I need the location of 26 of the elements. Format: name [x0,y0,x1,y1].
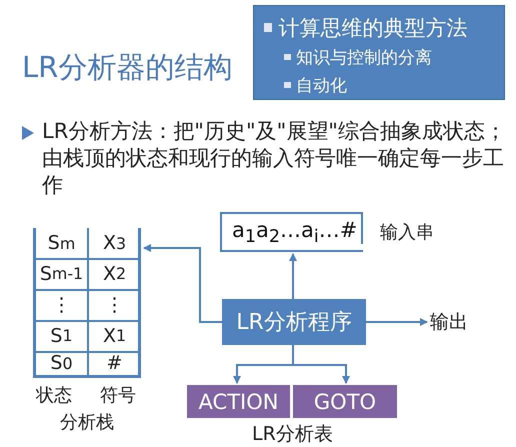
arrow [292,345,350,384]
info-panel [253,5,505,100]
caption-text: 输入串 [380,221,434,244]
slide-title: LR分析器的结构 [22,49,232,86]
arrow [366,318,428,326]
box-label: ACTION [198,390,278,414]
arrow [143,244,222,323]
stack-symbol: # [106,351,124,375]
stack-state: ⋮ [51,292,72,318]
caption-text: LR分析表 [252,422,333,447]
bullet-text: 自动化 [296,75,347,97]
caption-text: 状态 [36,384,72,407]
panel-heading: 计算思维的典型方法 [278,15,468,42]
output-text: 输出 [430,309,480,335]
box-label: GOTO [314,390,376,414]
paragraph-text: LR分析方法：把"历史"及"展望"综合抽象成状态；由栈顶的状态和现行的输入符号唯一确定每一步工作 [42,118,507,199]
parse-table-box [187,385,290,418]
arrow [289,253,297,299]
stack-symbol: ⋮ [104,292,125,318]
parse-table-box [293,385,397,418]
box-label: LR分析程序 [236,309,352,337]
bullet-text: 知识与控制的分离 [296,47,432,69]
input-string: a$_{1}$a$_{2}$…a$_{i}$…# [232,218,358,248]
caption-text: 符号 [100,384,136,407]
caption-text: 分析栈 [60,411,114,434]
parser-program-box [222,299,366,345]
